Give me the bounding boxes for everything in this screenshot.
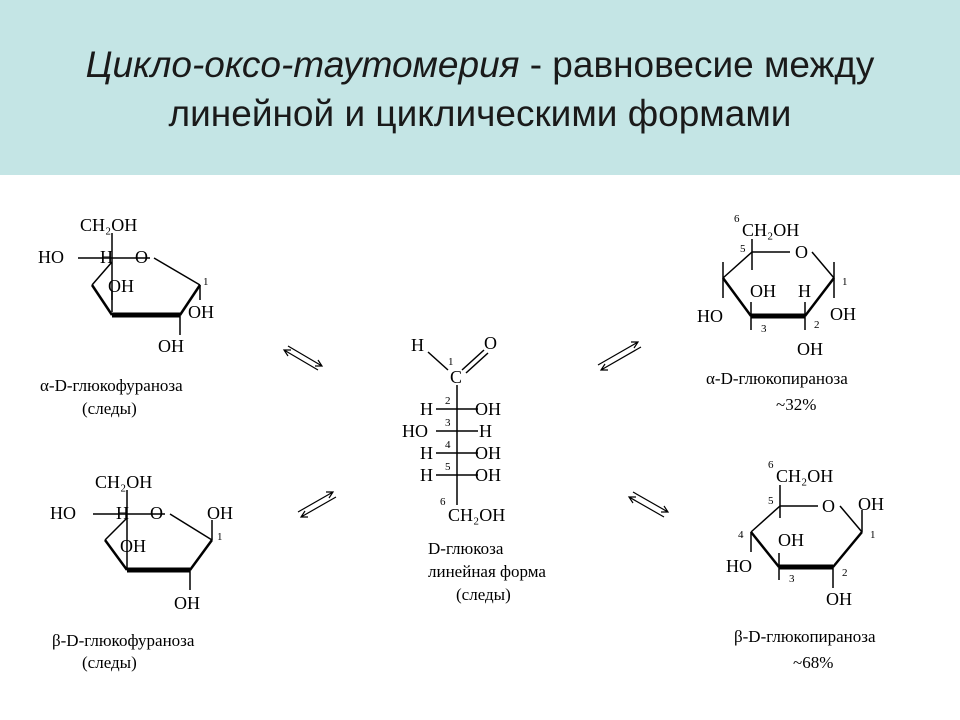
linear-num-4: 4: [445, 439, 451, 451]
alpha-furanose-h: H: [100, 247, 113, 267]
linear-h-c4: H: [420, 443, 433, 463]
title-emphasis: Цикло-оксо-таутомерия: [85, 44, 520, 85]
linear-h-c3: H: [479, 421, 492, 441]
linear-oh-c4: OH: [475, 443, 501, 463]
alpha-furanose-oh1: OH: [188, 302, 214, 322]
beta-pyranose-num-6: 6: [768, 459, 774, 471]
alpha-pyranose-num-3: 3: [761, 323, 767, 335]
beta-furanose-ho: HO: [50, 503, 76, 523]
alpha-pyranose-percent: ~32%: [776, 395, 816, 414]
alpha-pyranose-h1: H: [798, 281, 811, 301]
beta-furanose-ring-o: O: [150, 503, 163, 523]
beta-pyranose-num-2: 2: [842, 567, 848, 579]
beta-pyranose-num-3: 3: [789, 573, 795, 585]
alpha-pyranose-ch2oh: CH₂OH: [742, 220, 799, 240]
beta-pyranose-oh1: OH: [858, 494, 884, 514]
alpha-furanose-oh2: OH: [158, 336, 184, 356]
alpha-pyranose-oh2: OH: [797, 339, 823, 359]
beta-pyranose-structure: [750, 485, 863, 588]
linear-ch2oh: CH₂OH: [448, 505, 505, 525]
equilibrium-arrows-icon: [282, 341, 670, 518]
linear-note: (следы): [456, 585, 511, 604]
beta-furanose-oh2: OH: [174, 593, 200, 613]
beta-pyranose-num-4: 4: [738, 529, 744, 541]
linear-ho-c3: HO: [402, 421, 428, 441]
slide-title: Цикло-оксо-таутомерия - равновесие между…: [0, 40, 960, 138]
alpha-pyranose-ho: HO: [697, 306, 723, 326]
alpha-pyranose-num-5: 5: [740, 243, 746, 255]
alpha-furanose-c1: 1: [203, 276, 209, 288]
beta-pyranose-ring-o: O: [822, 496, 835, 516]
alpha-pyranose-oh1: OH: [830, 304, 856, 324]
beta-pyranose-ch2oh: CH₂OH: [776, 466, 833, 486]
title-line2: линейной и циклическими формами: [168, 93, 792, 134]
linear-form: линейная форма: [428, 562, 546, 581]
beta-pyranose-percent: ~68%: [793, 653, 833, 672]
linear-oh-c5: OH: [475, 465, 501, 485]
alpha-pyranose-num-2: 2: [814, 319, 820, 331]
beta-pyranose-ho: HO: [726, 556, 752, 576]
beta-furanose-oh1: OH: [207, 503, 233, 523]
linear-num-1: 1: [448, 356, 454, 368]
beta-furanose-note: (следы): [82, 653, 137, 672]
alpha-pyranose-num-6: 6: [734, 213, 740, 225]
alpha-furanose-ring-o: O: [135, 247, 148, 267]
beta-pyranose-oh2: OH: [826, 589, 852, 609]
linear-num-5: 5: [445, 461, 451, 473]
linear-h-aldehyde: H: [411, 335, 424, 355]
beta-furanose-h: H: [116, 503, 129, 523]
beta-furanose-name: β-D-глюкофураноза: [52, 631, 195, 650]
beta-pyranose-num-5: 5: [768, 495, 774, 507]
alpha-pyranose-num-1: 1: [842, 276, 848, 288]
alpha-furanose-ch2oh: CH₂OH: [80, 215, 137, 235]
linear-num-6: 6: [440, 496, 446, 508]
alpha-furanose-name: α-D-глюкофураноза: [40, 376, 183, 395]
alpha-furanose-oh3: OH: [108, 276, 134, 296]
linear-num-3: 3: [445, 417, 451, 429]
alpha-furanose-structure: [78, 233, 202, 335]
title-rest: - равновесие между: [519, 44, 875, 85]
alpha-pyranose-oh4: OH: [750, 281, 776, 301]
beta-pyranose-num-1: 1: [870, 529, 876, 541]
beta-furanose-structure: [93, 490, 214, 590]
alpha-furanose-note: (следы): [82, 399, 137, 418]
linear-h-c5: H: [420, 465, 433, 485]
linear-h-c2: H: [420, 399, 433, 419]
linear-oh-c2: OH: [475, 399, 501, 419]
linear-num-2: 2: [445, 395, 451, 407]
linear-name: D-глюкоза: [428, 539, 504, 558]
title-banner: [0, 0, 960, 175]
linear-o-aldehyde: O: [484, 333, 497, 353]
beta-furanose-oh3: OH: [120, 536, 146, 556]
linear-c1: C: [450, 367, 462, 387]
alpha-furanose-ho: HO: [38, 247, 64, 267]
beta-furanose-ch2oh: CH₂OH: [95, 472, 152, 492]
alpha-pyranose-structure: [721, 239, 835, 330]
alpha-pyranose-name: α-D-глюкопираноза: [706, 369, 848, 388]
beta-pyranose-name: β-D-глюкопираноза: [734, 627, 876, 646]
alpha-pyranose-ring-o: O: [795, 242, 808, 262]
beta-pyranose-oh4: OH: [778, 530, 804, 550]
linear-glucose-structure: [427, 349, 489, 505]
beta-furanose-c1: 1: [217, 531, 223, 543]
